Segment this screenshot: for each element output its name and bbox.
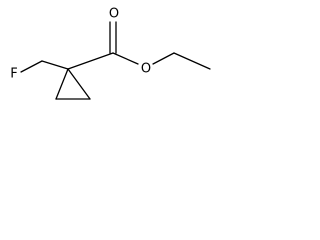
atom-fluorine: F xyxy=(10,67,17,82)
atom-carbonyl-oxygen: O xyxy=(109,7,119,22)
bond-ring-cq-right xyxy=(67,68,91,100)
bond-ring-cq-left xyxy=(55,68,69,100)
bond-ethyl xyxy=(173,52,211,70)
bond-carbonyl-ester-o xyxy=(112,52,139,65)
molecule-structure: F O O xyxy=(10,7,211,100)
bond-cq-carbonyl xyxy=(67,52,114,70)
bond-f-ch2 xyxy=(20,60,43,73)
bond-ester-o-ch2 xyxy=(152,52,175,65)
atom-ester-oxygen: O xyxy=(141,62,151,77)
bond-ch2-cq xyxy=(41,60,69,70)
